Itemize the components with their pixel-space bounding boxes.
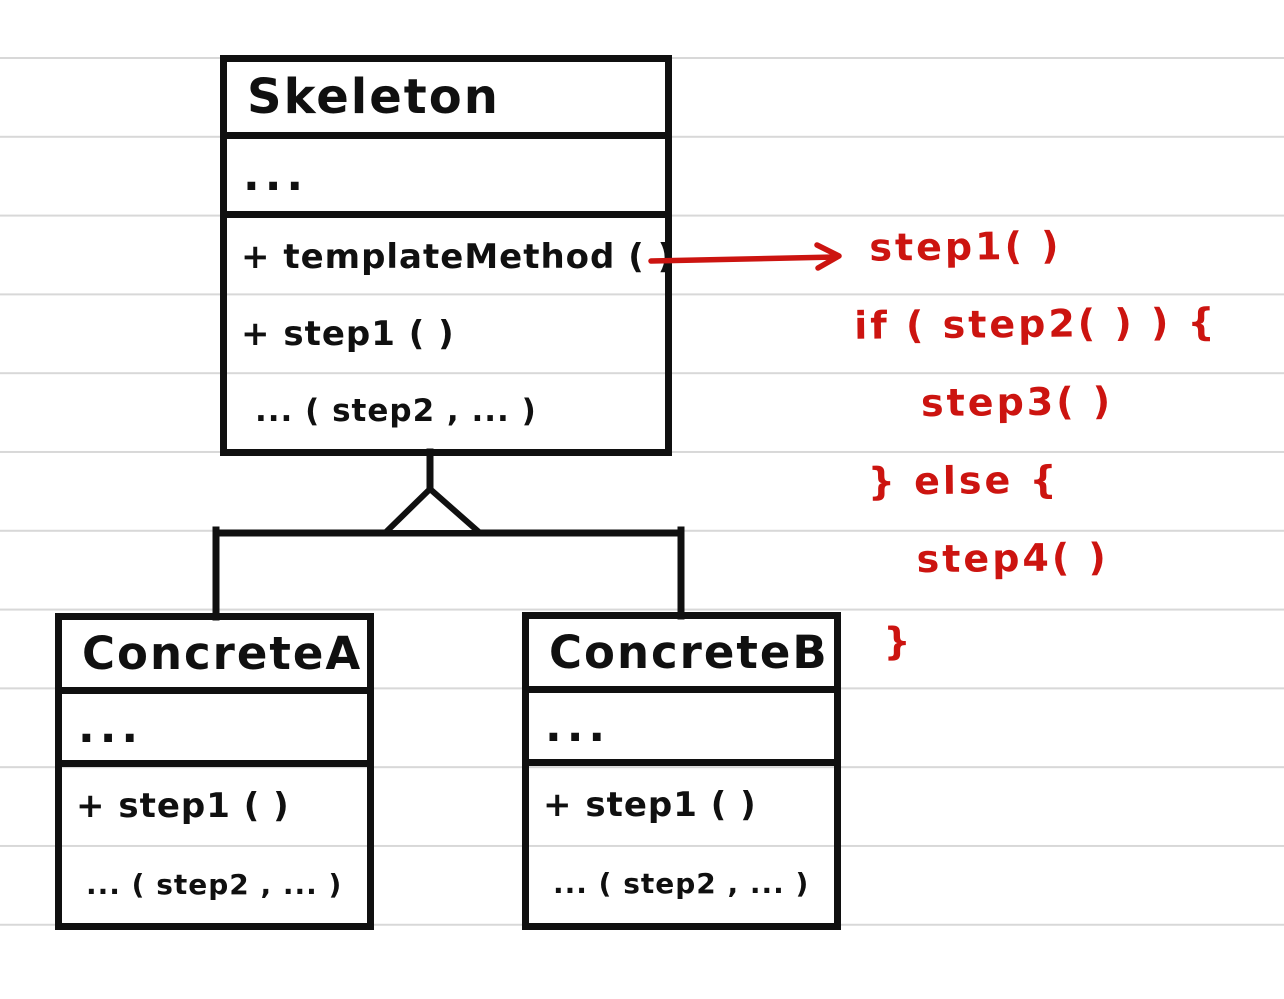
class-box-skeleton: Skeleton ... + templateMethod ( ) + step… [220,55,675,456]
compartment-divider [62,687,367,694]
class-name-concrete-a: ConcreteA [82,627,363,680]
concrete-a-method-step2-note: ... ( step2 , ... ) [86,867,343,901]
concrete-b-method-step1: + step1 ( ) [543,785,757,826]
pseudocode-line-if-step2: if ( step2( ) ) { [853,299,1218,348]
pseudocode-line-closing-brace: } [883,619,914,664]
concrete-b-methods-compartment: + step1 ( ) ... ( step2 , ... ) [529,766,834,923]
concrete-a-attributes-placeholder: ... [78,701,144,753]
concrete-b-attributes-placeholder: ... [545,700,611,752]
class-box-concrete-b: ConcreteB ... + step1 ( ) ... ( step2 , … [522,612,841,930]
concrete-b-method-step2-note: ... ( step2 , ... ) [553,867,810,901]
class-name-skeleton: Skeleton [247,69,500,125]
skeleton-attributes-placeholder: ... [243,149,309,201]
pseudocode-line-step3: step3( ) [920,379,1114,426]
compartment-divider [227,132,665,139]
concrete-a-methods-compartment: + step1 ( ) ... ( step2 , ... ) [62,767,367,923]
skeleton-method-step2-note: ... ( step2 , ... ) [255,392,537,429]
compartment-divider [529,686,834,693]
compartment-divider [227,211,665,218]
compartment-divider [62,760,367,767]
pseudocode-line-step4: step4( ) [916,535,1110,582]
class-name-concrete-b: ConcreteB [549,626,829,679]
class-box-concrete-a: ConcreteA ... + step1 ( ) ... ( step2 , … [55,613,374,930]
skeleton-methods-compartment: + templateMethod ( ) + step1 ( ) ... ( s… [227,218,675,449]
skeleton-method-template-method: + templateMethod ( ) [241,236,675,277]
pseudocode-line-step1: step1( ) [869,223,1062,270]
skeleton-method-step1: + step1 ( ) [241,313,455,354]
pseudocode-line-else: } else { [867,457,1060,504]
compartment-divider [529,759,834,766]
concrete-a-method-step1: + step1 ( ) [76,786,290,826]
